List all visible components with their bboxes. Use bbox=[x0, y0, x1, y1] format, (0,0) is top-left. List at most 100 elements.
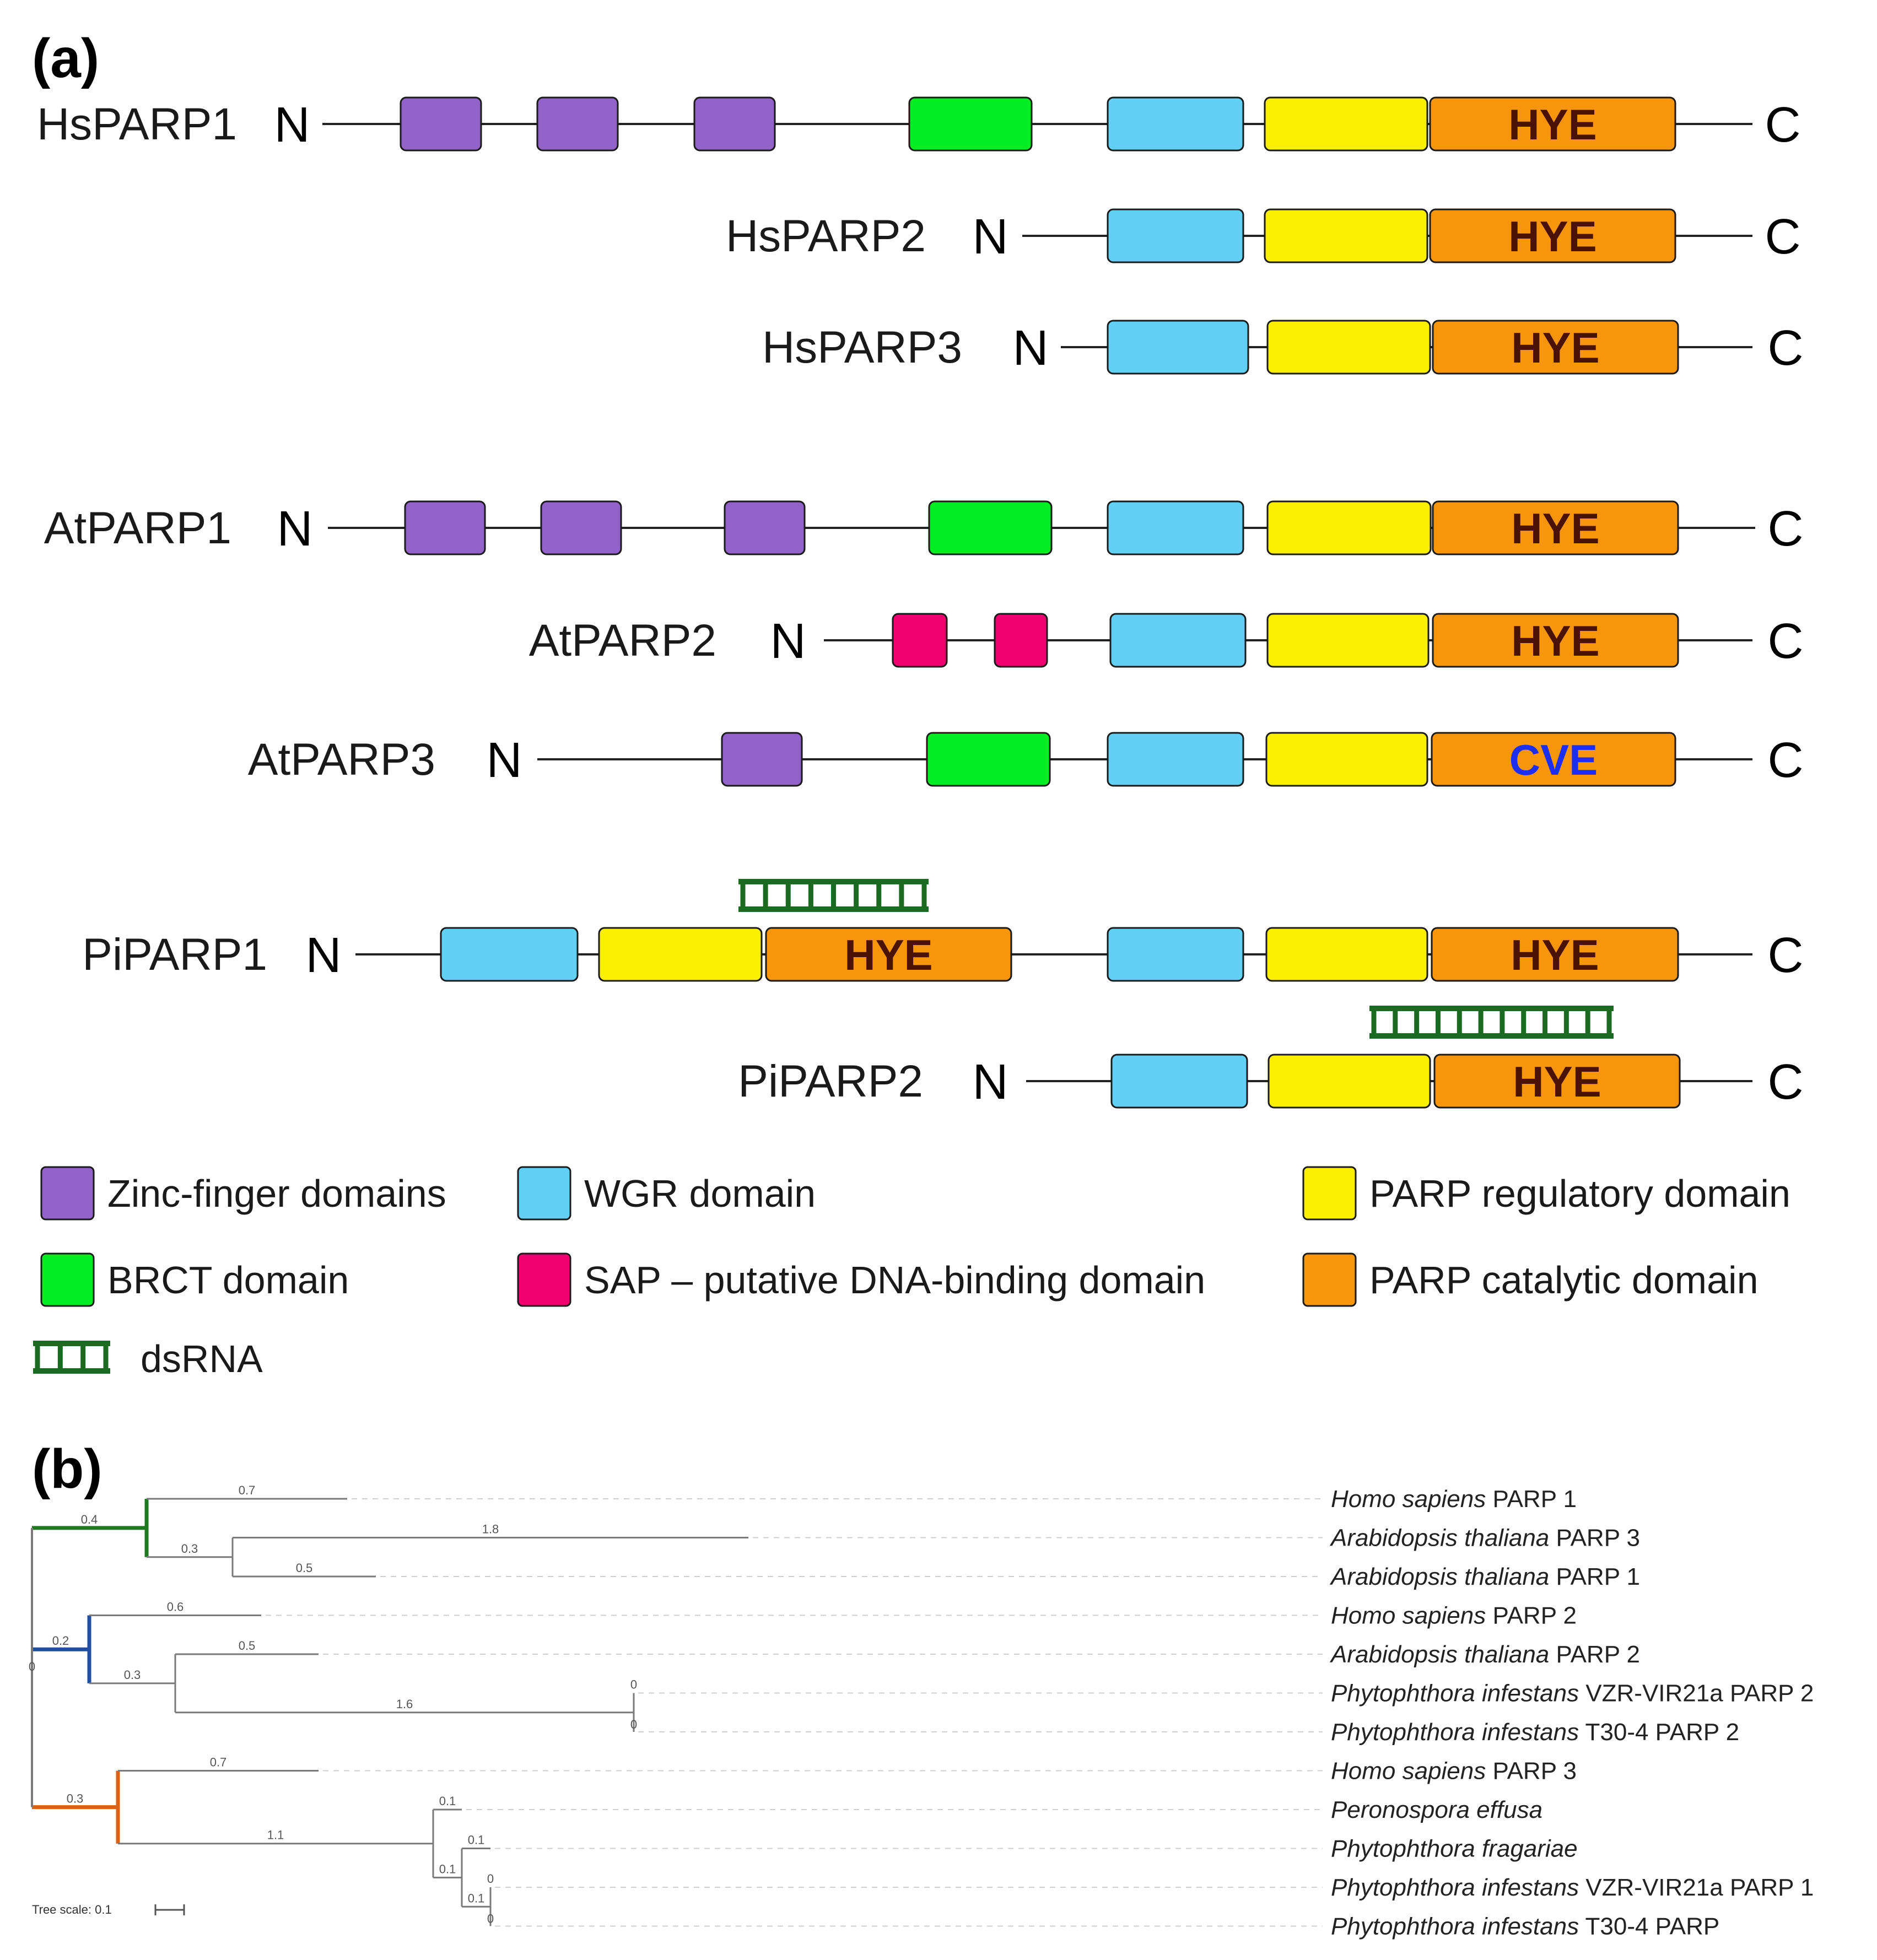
branch-length-label: 0.1 bbox=[439, 1862, 456, 1876]
reg-domain bbox=[1265, 927, 1428, 982]
protein-name: AtPARP2 bbox=[529, 615, 716, 666]
branch-length-label: 0.1 bbox=[439, 1794, 456, 1808]
cat-domain bbox=[1432, 500, 1679, 555]
branch-length-label: 0.3 bbox=[124, 1668, 141, 1682]
catalytic-motif-label: HYE bbox=[844, 931, 932, 979]
branch-length-label: 0.3 bbox=[181, 1542, 198, 1556]
tree-tip-label: Phytophthora infestans VZR-VIR21a PARP 2 bbox=[1331, 1680, 1814, 1707]
branch-length-label: 1.1 bbox=[267, 1828, 284, 1842]
n-terminus-label: N bbox=[274, 98, 310, 153]
branch-length-label: 0 bbox=[487, 1912, 494, 1926]
protein-name: PiPARP2 bbox=[738, 1056, 923, 1106]
reg-domain bbox=[598, 927, 763, 982]
cat-domain bbox=[765, 927, 1012, 982]
phylogenetic-tree: 0.40.70.31.80.50.20.60.30.51.6000.30.71.… bbox=[29, 1483, 1814, 1940]
protein-name: AtPARP1 bbox=[44, 503, 231, 553]
cat-domain bbox=[1432, 613, 1679, 668]
panel-b-label: (b) bbox=[32, 1438, 103, 1500]
reg-domain bbox=[1264, 208, 1428, 263]
zinc-domain bbox=[693, 96, 776, 152]
cat-domain bbox=[1432, 320, 1679, 375]
legend-swatch bbox=[517, 1252, 571, 1307]
catalytic-motif-label: HYE bbox=[1511, 931, 1599, 979]
branch-length-label: 0.5 bbox=[239, 1639, 256, 1653]
tree-tip-label: Phytophthora infestans T30-4 PARP bbox=[1331, 1913, 1719, 1940]
legend-label: SAP – putative DNA-binding domain bbox=[584, 1259, 1205, 1302]
branch-length-label: 0.7 bbox=[239, 1483, 256, 1497]
zinc-domain bbox=[536, 96, 619, 152]
branch-length-label: 0.7 bbox=[210, 1756, 227, 1769]
protein-name: HsPARP1 bbox=[37, 99, 237, 149]
tree-tip-label: Arabidopsis thaliana PARP 1 bbox=[1329, 1563, 1640, 1590]
brct-domain bbox=[926, 732, 1051, 787]
wgr-domain bbox=[1107, 96, 1244, 152]
branch-length-label: 0.4 bbox=[81, 1513, 98, 1526]
n-terminus-label: N bbox=[770, 614, 806, 669]
wgr-domain bbox=[1107, 732, 1244, 787]
brct-domain bbox=[908, 96, 1033, 152]
cat-domain bbox=[1431, 927, 1679, 982]
wgr-domain bbox=[1109, 613, 1247, 668]
legend-label: dsRNA bbox=[141, 1337, 263, 1380]
c-terminus-label: C bbox=[1765, 209, 1801, 264]
zinc-domain bbox=[404, 500, 486, 555]
branch-length-label: 1.8 bbox=[482, 1522, 499, 1536]
catalytic-motif-label: CVE bbox=[1509, 736, 1598, 784]
wgr-domain bbox=[440, 927, 579, 982]
legend-label: BRCT domain bbox=[107, 1259, 349, 1302]
tree-tip-label: Peronospora effusa bbox=[1331, 1796, 1542, 1823]
n-terminus-label: N bbox=[973, 209, 1008, 264]
branch-length-label: 1.6 bbox=[396, 1697, 413, 1711]
legend-item-cat: PARP catalytic domain bbox=[1302, 1252, 1759, 1307]
cat-domain bbox=[1431, 732, 1676, 787]
reg-domain bbox=[1266, 500, 1432, 555]
wgr-domain bbox=[1107, 500, 1244, 555]
legend-item-dsrna: dsRNA bbox=[33, 1337, 263, 1380]
wgr-domain bbox=[1107, 208, 1244, 263]
n-terminus-label: N bbox=[1013, 321, 1049, 376]
c-terminus-label: C bbox=[1768, 614, 1804, 669]
n-terminus-label: N bbox=[306, 928, 342, 983]
legend-item-wgr: WGR domain bbox=[517, 1166, 816, 1221]
dsrna-binding-mark bbox=[1369, 1006, 1614, 1039]
domain-legend: Zinc-finger domains WGR domain PARP regula… bbox=[33, 1166, 1790, 1380]
legend-item-brct: BRCT domain bbox=[40, 1252, 349, 1307]
legend-swatch bbox=[517, 1166, 571, 1221]
legend-label: PARP regulatory domain bbox=[1369, 1172, 1790, 1215]
protein-name: HsPARP2 bbox=[726, 211, 926, 261]
catalytic-motif-label: HYE bbox=[1508, 212, 1596, 261]
branch-length-label: 0 bbox=[487, 1872, 494, 1886]
reg-domain bbox=[1266, 320, 1431, 375]
legend-swatch bbox=[1302, 1166, 1357, 1221]
reg-domain bbox=[1266, 613, 1430, 668]
catalytic-motif-label: HYE bbox=[1513, 1057, 1601, 1106]
zinc-domain bbox=[400, 96, 482, 152]
zinc-domain bbox=[721, 732, 803, 787]
c-terminus-label: C bbox=[1768, 733, 1804, 788]
wgr-domain bbox=[1107, 320, 1249, 375]
legend-label: PARP catalytic domain bbox=[1369, 1259, 1759, 1302]
branch-length-label: 0.2 bbox=[52, 1634, 69, 1648]
protein-name: HsPARP3 bbox=[762, 322, 962, 372]
legend-item-sap: SAP – putative DNA-binding domain bbox=[517, 1252, 1205, 1307]
catalytic-motif-label: HYE bbox=[1511, 323, 1599, 372]
reg-domain bbox=[1265, 732, 1428, 787]
legend-label: Zinc-finger domains bbox=[107, 1172, 446, 1215]
reg-domain bbox=[1264, 96, 1428, 152]
branch-length-label: 0.3 bbox=[67, 1792, 84, 1806]
tree-tip-label: Homo sapiens PARP 3 bbox=[1331, 1758, 1577, 1785]
catalytic-motif-label: HYE bbox=[1511, 504, 1599, 553]
cat-domain bbox=[1429, 96, 1676, 152]
tree-tip-label: Arabidopsis thaliana PARP 3 bbox=[1329, 1525, 1640, 1552]
sap-domain bbox=[892, 613, 948, 668]
legend-swatch bbox=[40, 1252, 95, 1307]
n-terminus-label: N bbox=[973, 1055, 1008, 1110]
